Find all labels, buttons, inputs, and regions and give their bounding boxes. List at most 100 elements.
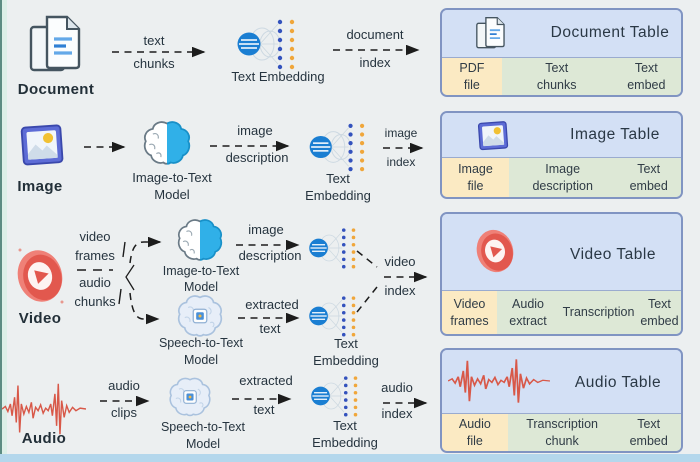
cell-line: description — [532, 178, 593, 193]
audio-waveform-icon — [447, 355, 551, 407]
source-label-audio: Audio — [21, 430, 67, 447]
model-label: Speech-to-Text — [158, 336, 244, 350]
cell-line: file — [463, 77, 480, 92]
embedding-label: Embedding — [305, 188, 371, 203]
document-table: Document Table PDF file Text chunks Text… — [440, 8, 683, 97]
arrow-label: image — [237, 123, 273, 138]
document-table-header: Document Table — [442, 10, 681, 58]
cell-line: Audio — [512, 297, 545, 311]
model-label: Model — [183, 280, 219, 294]
model-label: Image-to-Text — [162, 264, 240, 278]
video-table-header: Video Table — [442, 214, 681, 291]
left-edge-strip — [0, 0, 7, 462]
table-title: Video Table — [570, 246, 656, 263]
text-embedding-network-icon — [308, 226, 360, 270]
table-column: Image description — [508, 158, 617, 197]
table-column: Text embed — [616, 158, 681, 197]
cell-line: Video — [453, 297, 486, 311]
arrow-label: text — [143, 33, 165, 48]
embedding-label: Text — [333, 418, 357, 433]
table-column: Text embed — [616, 414, 681, 451]
split-label: video — [79, 229, 111, 244]
embedding-label: Text — [334, 336, 358, 351]
cell-line: Transcription — [526, 417, 598, 431]
embedding-label: Embedding — [312, 435, 378, 450]
embedding-label: Embedding — [313, 353, 379, 368]
cell-line: Audio — [458, 417, 491, 431]
video-play-icon — [12, 242, 68, 310]
brain-chip-icon — [176, 294, 224, 338]
cell-line: Transcription — [562, 305, 635, 320]
source-label-video: Video — [18, 310, 62, 327]
split-label: frames — [75, 248, 115, 263]
table-title: Audio Table — [574, 374, 662, 391]
arrow-label: image — [248, 222, 284, 237]
brain-half-blue-icon — [176, 218, 224, 262]
source-label-document: Document — [17, 81, 95, 98]
model-label: Speech-to-Text — [160, 420, 246, 434]
arrow-label: clips — [110, 405, 138, 420]
image-photo-icon — [18, 118, 66, 170]
arrow-label: index — [359, 55, 391, 70]
document-pages-icon — [474, 14, 508, 52]
table-column: Text embed — [611, 58, 681, 95]
source-label-image: Image — [17, 178, 63, 195]
arrow-label: image — [384, 126, 418, 140]
table-column: Text embed — [637, 291, 681, 334]
split-label: chunks — [74, 294, 116, 309]
table-column: Image file — [442, 158, 509, 197]
image-table-columns: Image file Image description Text embed — [442, 158, 681, 197]
image-table: Image Table Image file Image description… — [440, 111, 683, 199]
cell-line: frames — [450, 313, 489, 328]
arrow-label: audio — [381, 380, 413, 395]
arrow-label: audio — [108, 378, 140, 393]
cell-line: chunk — [545, 433, 579, 448]
split-label: audio — [79, 275, 111, 290]
arrow-label: text — [253, 402, 275, 417]
arrow-label: text — [259, 321, 281, 336]
text-embedding-network-icon — [310, 374, 362, 418]
cell-line: file — [467, 178, 484, 193]
text-embedding-network-icon — [236, 18, 300, 70]
audio-waveform-icon — [1, 378, 87, 440]
table-column: Audio file — [442, 414, 508, 451]
cell-line: embed — [629, 433, 668, 448]
image-photo-icon — [476, 118, 510, 152]
text-embedding-network-icon — [308, 294, 360, 338]
cell-line: chunks — [536, 77, 577, 92]
video-table-columns: Video frames Audio extract Transcription… — [442, 291, 681, 334]
embedding-label: Text Embedding — [231, 69, 325, 84]
video-play-icon — [472, 223, 518, 279]
cell-line: Text — [634, 61, 658, 75]
cell-line: file — [466, 433, 483, 448]
table-title: Image Table — [570, 126, 660, 143]
cell-line: Image — [458, 162, 493, 176]
audio-table: Audio Table Audio file Transcription chu… — [440, 348, 683, 453]
arrow-label: document — [346, 27, 404, 42]
arrow-label: index — [386, 155, 416, 169]
bottom-edge-strip — [0, 454, 700, 462]
brain-chip-icon — [168, 376, 212, 418]
cell-line: embed — [627, 77, 666, 92]
image-table-header: Image Table — [442, 113, 681, 158]
text-embedding-network-icon — [308, 122, 370, 172]
arrow-label: extracted — [239, 373, 293, 388]
cell-line: PDF — [459, 61, 485, 75]
cell-line: embed — [629, 178, 668, 193]
cell-line: Image — [545, 162, 581, 176]
cell-line: Text — [637, 417, 661, 431]
video-table: Video Table Video frames Audio extract T… — [440, 212, 683, 336]
arrow-label: chunks — [133, 56, 175, 71]
table-column: Text chunks — [501, 58, 612, 95]
model-label: Model — [183, 353, 219, 367]
table-title: Document Table — [550, 24, 670, 41]
cell-line: embed — [640, 313, 679, 328]
arrow-label: description — [238, 248, 302, 263]
embedding-label: Text — [326, 171, 350, 186]
table-column: Transcription chunk — [507, 414, 617, 451]
model-label: Model — [185, 437, 221, 451]
document-pages-icon — [26, 12, 86, 76]
model-label: Model — [154, 187, 190, 202]
